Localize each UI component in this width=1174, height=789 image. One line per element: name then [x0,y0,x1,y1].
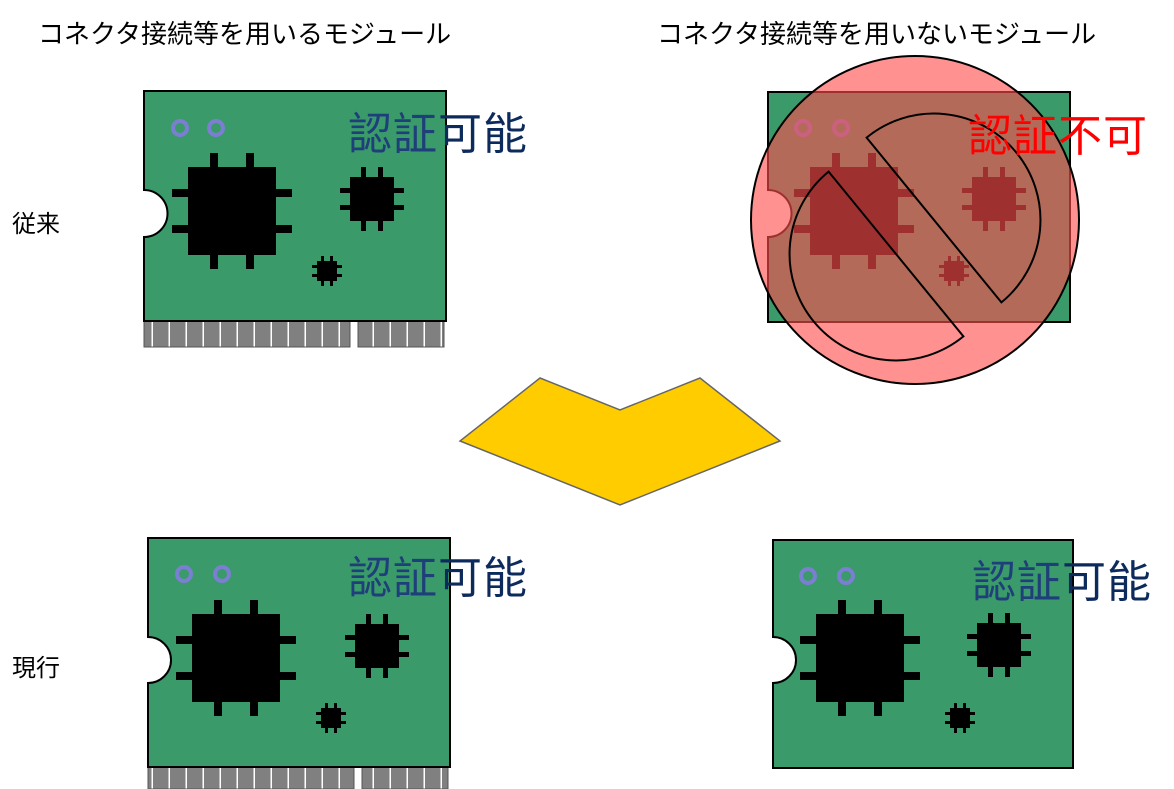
module-curr-left [147,537,451,789]
led-icon [837,567,855,585]
circuit-board [772,539,1074,769]
cert-term: 認証 [968,111,1058,162]
led-icon [171,119,189,137]
row-label-current: 現行 [12,654,60,682]
certification-label: 認証可能 [348,542,528,606]
chip-large-icon [176,600,296,716]
cert-status: 可能 [438,109,528,160]
module-curr-right [772,539,1074,769]
led-icon [799,567,817,585]
circuit-board [143,90,447,322]
connector-strip [143,319,445,348]
cert-status: 可能 [1062,557,1152,608]
cert-term: 認証 [972,557,1062,608]
certification-label: 認証可能 [348,98,528,162]
cert-term: 認証 [348,109,438,160]
led-icon [175,565,193,583]
down-arrow-icon [458,377,782,506]
cert-status: 可能 [438,553,528,604]
certification-label: 認証可能 [972,546,1152,610]
row-label-previous: 従来 [12,210,60,238]
circuit-board [147,537,451,768]
chip-large-icon [172,153,292,269]
connector-strip [147,765,449,789]
module-prev-left [143,90,447,348]
led-icon [213,565,231,583]
chip-large-icon [800,600,920,716]
column-header-connector: コネクタ接続等を用いるモジュール [38,20,452,50]
column-header-no-connector: コネクタ接続等を用いないモジュール [657,20,1097,50]
prohibited-icon [750,55,1080,385]
led-icon [207,119,225,137]
certification-label: 認証不可 [968,100,1148,164]
cert-term: 認証 [348,553,438,604]
cert-status: 不可 [1058,111,1148,162]
